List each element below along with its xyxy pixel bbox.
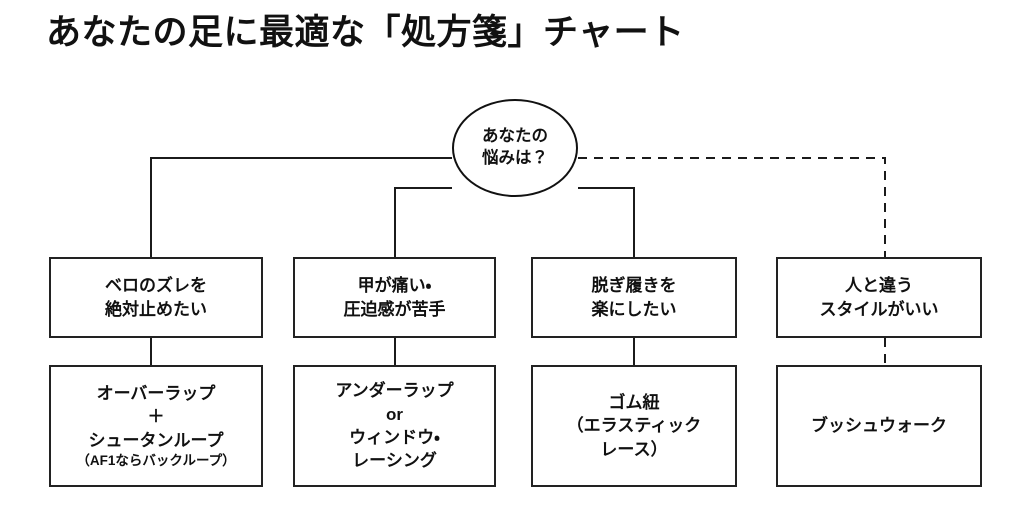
solution-box-3[interactable]: ゴム紐 （エラスティック レース） [531,365,737,487]
problem-1-line-1: ベロのズレを [105,276,207,296]
problem-box-4[interactable]: 人と違う スタイルがいい [776,257,982,338]
page-title: あなたの足に最適な「処方箋」チャート [46,13,685,52]
root-line-2: 悩みは？ [482,149,548,167]
connector-branch-4 [578,156,887,257]
connector-branch-2 [393,186,452,257]
solution-2-line-4: レーシング [352,451,437,471]
solution-box-1[interactable]: オーバーラップ ＋ シュータンループ （AF1ならバックループ） [49,365,263,487]
problem-box-2[interactable]: 甲が痛い・ 圧迫感が苦手 [293,257,496,338]
problem-2-line-2: 圧迫感が苦手 [343,299,446,319]
problem-2-line-1: 甲が痛い・ [357,276,432,296]
problem-box-3[interactable]: 脱ぎ履きを 楽にしたい [531,257,737,338]
solution-1-line-3: シュータンループ [88,430,224,450]
connector-branch-3 [578,186,636,257]
problem-box-1[interactable]: ベロのズレを 絶対止めたい [49,257,263,338]
solution-2-line-3: ウィンドウ・ [349,428,440,447]
solution-3-line-1: ゴム紐 [608,392,660,412]
solution-box-4[interactable]: ブッシュウォーク [776,365,982,487]
problem-1-line-2: 絶対止めたい [105,299,207,319]
solution-3-line-3: レース） [600,439,668,459]
problem-4-line-2: スタイルがいい [819,299,939,319]
solution-3-line-2: （エラスティック [566,416,702,436]
solution-box-2[interactable]: アンダーラップ or ウィンドウ・ レーシング [293,365,496,487]
connector-branch-1 [149,156,452,257]
problem-3-line-2: 楽にしたい [591,299,677,319]
solution-4-line-1: ブッシュウォーク [811,416,947,436]
problem-4-line-1: 人と違う [845,276,913,296]
solution-1-line-2: ＋ [147,407,165,427]
solution-2-line-2: or [386,404,403,424]
solution-1-line-1: オーバーラップ [96,383,216,403]
root-question-node[interactable]: あなたの 悩みは？ [452,99,578,197]
root-line-1: あなたの [482,127,548,146]
solution-2-line-1: アンダーラップ [335,381,454,401]
problem-3-line-1: 脱ぎ履きを [591,276,677,296]
solution-1-note: （AF1ならバックループ） [76,453,236,469]
